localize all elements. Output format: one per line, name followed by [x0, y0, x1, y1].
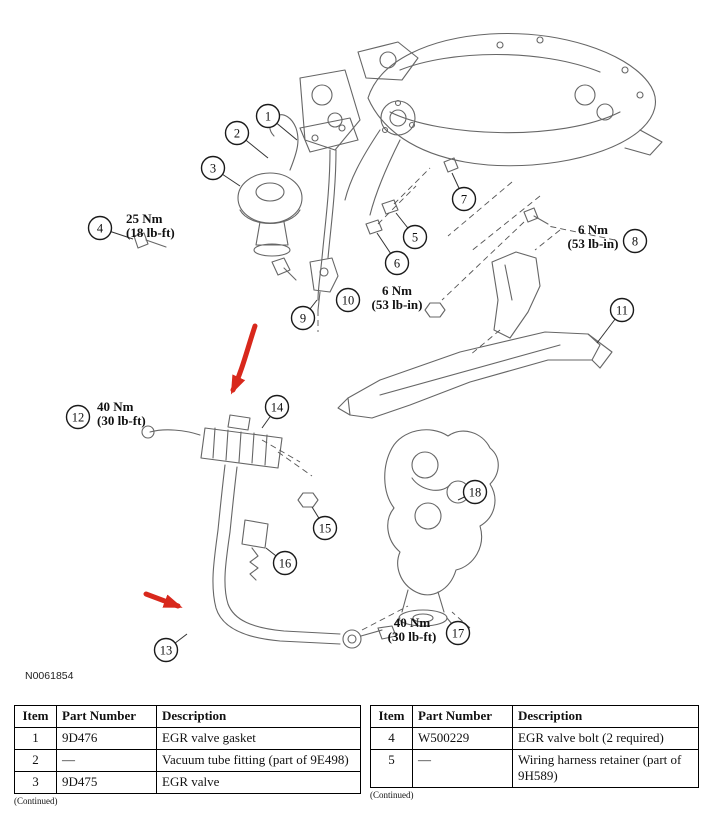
torque-label: 6 Nm(53 lb-in) [568, 222, 619, 251]
callout-12: 12 [65, 404, 91, 430]
engine-illustration [133, 32, 663, 649]
torque-label: 40 Nm(30 lb-ft) [388, 615, 437, 644]
callout-5: 5 [402, 224, 428, 250]
torque-labels-layer: 25 Nm(18 lb-ft) 6 Nm(53 lb-in) 6 Nm(53 lb-… [97, 211, 618, 644]
callout-1: 1 [255, 103, 281, 129]
callout-number: 9 [300, 312, 306, 326]
callout-number: 2 [234, 127, 240, 141]
torque-label: 6 Nm(53 lb-in) [372, 283, 423, 312]
callout-number: 8 [632, 235, 638, 249]
callout-2: 2 [224, 120, 250, 146]
cell-item: 1 [14, 727, 57, 750]
col-header: Part Number [412, 705, 513, 728]
callout-14: 14 [264, 394, 290, 420]
cell-item: 4 [370, 727, 413, 750]
col-header: Item [14, 705, 57, 728]
callout-number: 10 [342, 294, 355, 308]
continued-label-left: (Continued) [14, 796, 58, 806]
curved-red-arrow [230, 323, 258, 395]
callout-number: 14 [271, 401, 284, 415]
col-header: Description [156, 705, 361, 728]
callout-number: 7 [461, 193, 467, 207]
continued-label-right: (Continued) [370, 790, 414, 800]
callout-number: 12 [72, 411, 85, 425]
callout-number: 6 [394, 257, 400, 271]
table-row: 2—Vacuum tube fitting (part of 9E498) [14, 749, 361, 772]
callout-number: 5 [412, 231, 418, 245]
callout-13: 13 [153, 637, 179, 663]
torque-label: 40 Nm(30 lb-ft) [97, 399, 146, 428]
table-row: 5—Wiring harness retainer (part of 9H589… [370, 749, 699, 788]
cell-description: Wiring harness retainer (part of 9H589) [512, 749, 699, 788]
callout-number: 18 [469, 486, 482, 500]
cell-item: 5 [370, 749, 413, 788]
red-annotation-arrows [143, 323, 258, 609]
callout-15: 15 [312, 515, 338, 541]
callout-4: 4 [87, 215, 113, 241]
callout-3: 3 [200, 155, 226, 181]
callout-8: 8 [622, 228, 648, 254]
callout-11: 11 [609, 297, 635, 323]
figure-id-label: N0061854 [25, 670, 74, 682]
callout-17: 17 [445, 620, 471, 646]
col-header: Item [370, 705, 413, 728]
straight-red-arrow [143, 591, 183, 609]
cell-part-number: — [56, 749, 157, 772]
callout-number: 13 [160, 644, 173, 658]
cell-item: 3 [14, 771, 57, 794]
cell-description: EGR valve bolt (2 required) [512, 727, 699, 750]
cell-part-number: W500229 [412, 727, 513, 750]
col-header: Part Number [56, 705, 157, 728]
callout-18: 18 [462, 479, 488, 505]
cell-description: EGR valve [156, 771, 361, 794]
callout-10: 10 [335, 287, 361, 313]
cell-part-number: 9D476 [56, 727, 157, 750]
callout-16: 16 [272, 550, 298, 576]
dashed-alignment-lines [261, 167, 616, 631]
cell-part-number: 9D475 [56, 771, 157, 794]
callout-number: 16 [279, 557, 292, 571]
cell-part-number: — [412, 749, 513, 788]
callout-9: 9 [290, 305, 316, 331]
callout-6: 6 [384, 250, 410, 276]
cell-item: 2 [14, 749, 57, 772]
cell-description: Vacuum tube fitting (part of 9E498) [156, 749, 361, 772]
callout-number: 15 [319, 522, 332, 536]
cell-description: EGR valve gasket [156, 727, 361, 750]
callout-number: 1 [265, 110, 271, 124]
torque-label: 25 Nm(18 lb-ft) [126, 211, 175, 240]
callout-number: 3 [210, 162, 216, 176]
callout-7: 7 [451, 186, 477, 212]
callout-number: 4 [97, 222, 104, 236]
callout-number: 11 [616, 304, 628, 318]
callout-number: 17 [452, 627, 465, 641]
col-header: Description [512, 705, 699, 728]
